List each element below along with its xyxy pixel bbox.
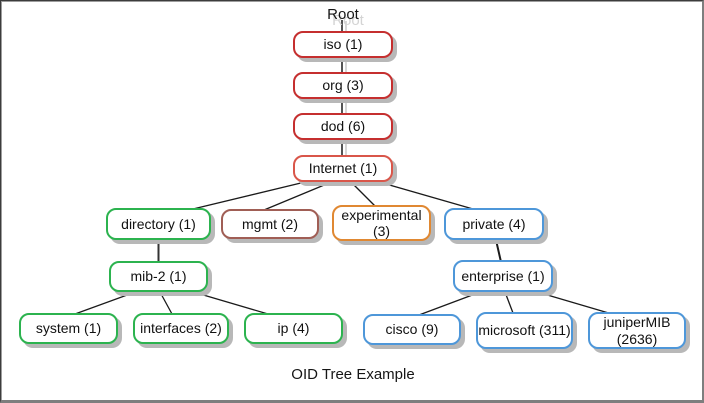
tree-node-cisco: cisco (9)	[363, 314, 461, 345]
tree-node-directory: directory (1)	[106, 208, 211, 240]
tree-node-mgmt: mgmt (2)	[221, 209, 319, 239]
tree-node-enterprise: enterprise (1)	[453, 260, 553, 292]
diagram-caption: OID Tree Example	[291, 366, 415, 383]
tree-node-org: org (3)	[293, 72, 393, 99]
tree-node-junipermib: juniperMIB (2636)	[588, 312, 686, 349]
root-label: Root Root	[293, 6, 393, 29]
tree-node-internet: Internet (1)	[293, 155, 393, 182]
tree-node-mib2: mib-2 (1)	[109, 261, 208, 292]
tree-node-microsoft: microsoft (311)	[476, 312, 573, 349]
root-label-ghost: Root	[332, 12, 364, 29]
tree-node-interfaces: interfaces (2)	[133, 313, 229, 344]
root-label-text: Root	[327, 6, 359, 23]
tree-node-dod: dod (6)	[293, 113, 393, 140]
tree-node-system: system (1)	[19, 313, 118, 344]
tree-node-ip: ip (4)	[244, 313, 343, 344]
tree-node-private: private (4)	[444, 208, 544, 240]
tree-node-iso: iso (1)	[293, 31, 393, 58]
tree-node-experimental: experimental (3)	[332, 205, 431, 241]
